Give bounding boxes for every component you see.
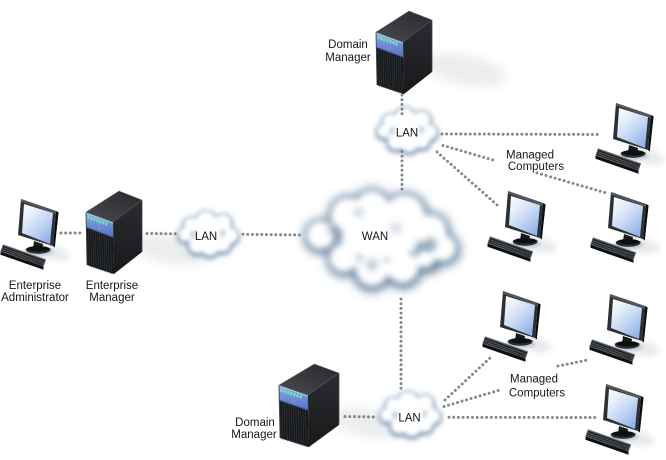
svg-text:Managed: Managed [510,374,558,386]
svg-text:WAN: WAN [362,231,388,243]
svg-text:Enterprise: Enterprise [9,280,61,292]
svg-text:Computers: Computers [509,388,565,400]
svg-text:Computers: Computers [508,161,564,173]
svg-text:Manager: Manager [325,52,371,64]
svg-text:Domain: Domain [235,417,275,429]
svg-text:LAN: LAN [398,413,420,425]
svg-text:Domain: Domain [328,39,368,51]
svg-text:Enterprise: Enterprise [86,280,138,292]
svg-text:Managed: Managed [506,150,554,162]
svg-text:Manager: Manager [89,292,135,304]
svg-text:Manager: Manager [231,429,277,441]
svg-text:Administrator: Administrator [1,292,69,304]
svg-text:LAN: LAN [396,128,418,140]
svg-text:LAN: LAN [195,231,217,243]
